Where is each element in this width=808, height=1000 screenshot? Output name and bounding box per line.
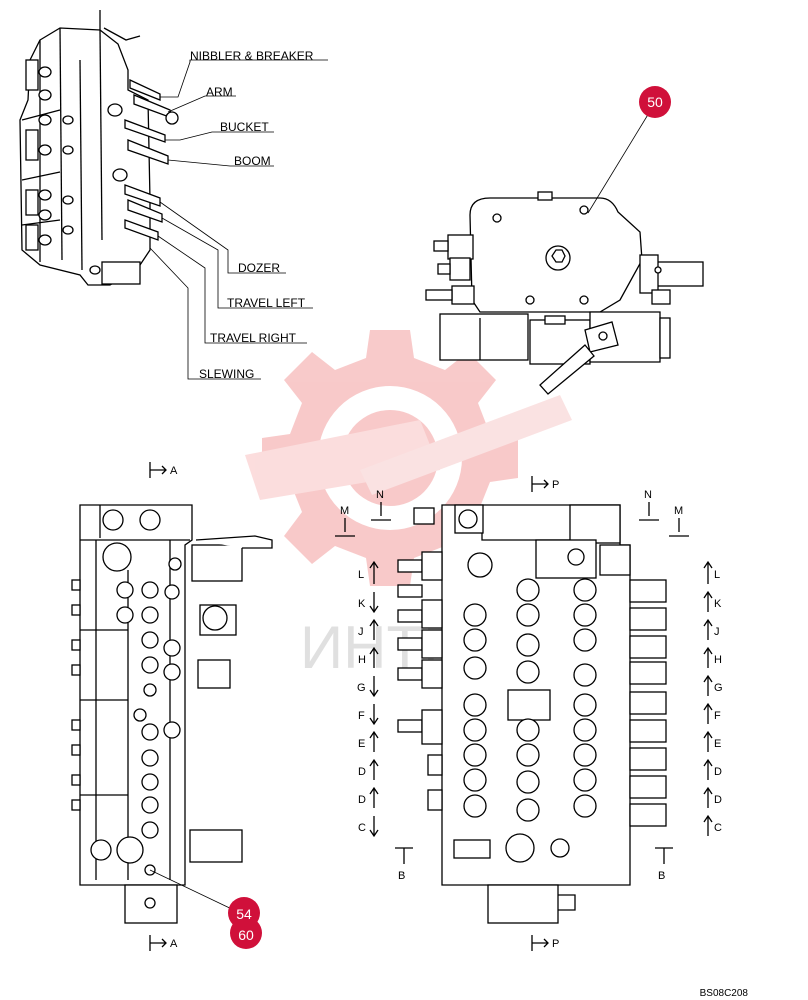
label-slewing: SLEWING (199, 367, 254, 381)
section-b-right: B (658, 870, 665, 882)
section-h-right: H (714, 654, 722, 666)
function-leader-lines (149, 59, 328, 380)
label-boom: BOOM (234, 154, 271, 168)
callout-leaders (149, 107, 653, 913)
section-d1-left: D (358, 766, 366, 778)
valve-front-view-right (397, 504, 667, 924)
section-j-right: J (714, 626, 720, 638)
callout-54[interactable]: 54 (228, 897, 260, 929)
drawing-code: BS08C208 (700, 988, 749, 999)
section-c-right: C (714, 822, 722, 834)
section-g-right: G (714, 682, 723, 694)
callout-50[interactable]: 50 (639, 86, 671, 118)
section-n-right: N (644, 489, 652, 501)
section-g-left: G (357, 682, 366, 694)
callout-54-label: 54 (236, 906, 252, 922)
section-e-left: E (358, 738, 365, 750)
label-arm: ARM (206, 85, 233, 99)
section-d2-right: D (714, 794, 722, 806)
label-travel-left: TRAVEL LEFT (227, 296, 306, 310)
section-f-right: F (714, 710, 721, 722)
section-n-left: N (376, 489, 384, 501)
section-p-top: P (552, 479, 559, 491)
section-l-left: L (358, 569, 364, 581)
section-a-bottom: A (170, 938, 178, 950)
callout-50-label: 50 (647, 94, 663, 110)
section-markers: A A P P M N N M B B (149, 462, 723, 951)
valve-side-view (425, 191, 704, 395)
valve-isometric-view (19, 10, 179, 286)
watermark-logo (245, 330, 572, 586)
section-p-bottom: P (552, 938, 559, 950)
section-h-left: H (358, 654, 366, 666)
section-k-left: K (358, 598, 366, 610)
function-labels: NIBBLER & BREAKER ARM BUCKET BOOM DOZER … (190, 49, 314, 381)
callout-60-label: 60 (238, 927, 254, 943)
section-l-right: L (714, 569, 720, 581)
section-e-right: E (714, 738, 721, 750)
section-a-top: A (170, 465, 178, 477)
section-f-left: F (358, 710, 365, 722)
section-m-right: M (674, 505, 683, 517)
label-travel-right: TRAVEL RIGHT (210, 331, 297, 345)
section-c-left: C (358, 822, 366, 834)
section-d2-left: D (358, 794, 366, 806)
valve-front-view-left (71, 504, 273, 924)
label-bucket: BUCKET (220, 120, 269, 134)
section-m-left: M (340, 505, 349, 517)
label-dozer: DOZER (238, 261, 280, 275)
section-d1-right: D (714, 766, 722, 778)
section-b-left: B (398, 870, 405, 882)
section-j-left: J (358, 626, 364, 638)
label-nibbler-breaker: NIBBLER & BREAKER (190, 49, 314, 63)
section-k-right: K (714, 598, 722, 610)
